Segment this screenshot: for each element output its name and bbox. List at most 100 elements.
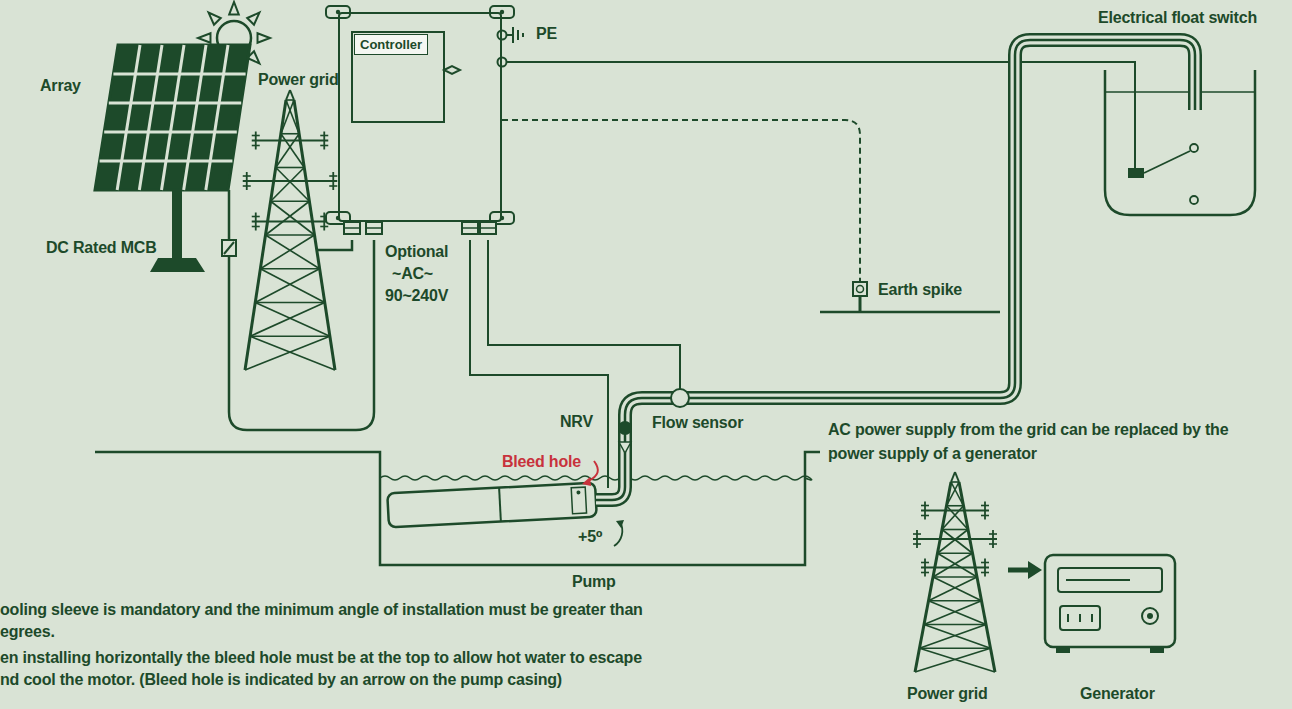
tower-strut bbox=[250, 335, 330, 337]
component-label: Pump bbox=[572, 572, 616, 592]
cable-gland bbox=[462, 222, 478, 234]
tower-strut bbox=[921, 566, 989, 568]
tower-strut bbox=[243, 175, 251, 177]
tower-strut bbox=[921, 515, 929, 517]
tower-strut bbox=[255, 303, 330, 337]
tower-strut bbox=[255, 213, 257, 231]
panel-grid bbox=[100, 45, 246, 190]
storage-tank bbox=[1105, 70, 1255, 215]
tower-strut bbox=[933, 576, 977, 578]
panel-post bbox=[172, 188, 182, 258]
tower-strut bbox=[245, 336, 330, 370]
tower-strut bbox=[951, 472, 955, 482]
tower-strut bbox=[255, 302, 325, 304]
tower-strut bbox=[920, 648, 996, 672]
tower-strut bbox=[942, 506, 964, 530]
tank-water-level bbox=[1105, 91, 1255, 93]
panel-cell-line bbox=[100, 160, 233, 163]
tower-strut bbox=[281, 100, 294, 134]
component-label: Generator bbox=[1080, 684, 1155, 704]
nrv-arrow bbox=[619, 442, 631, 453]
gland-ring bbox=[344, 227, 360, 229]
earth-spike-head bbox=[853, 282, 867, 296]
tower-strut bbox=[286, 99, 294, 101]
sensor-cable bbox=[488, 240, 680, 389]
component-label: Electrical float switch bbox=[1098, 8, 1257, 28]
tower-strut bbox=[320, 145, 328, 147]
tower-strut bbox=[921, 562, 929, 564]
tower-strut bbox=[938, 530, 969, 554]
panel-cell-line bbox=[109, 102, 241, 105]
tower-strut bbox=[260, 268, 319, 270]
tower-strut bbox=[252, 135, 260, 137]
tower-strut bbox=[323, 132, 325, 150]
float-switch-arm bbox=[1144, 151, 1190, 173]
tower-strut bbox=[942, 529, 968, 531]
panel-cell-line bbox=[206, 45, 228, 190]
tower-strut bbox=[332, 172, 334, 190]
mcb-symbol bbox=[222, 240, 236, 256]
tower-strut bbox=[938, 552, 973, 554]
angle-label: +5⁰ bbox=[578, 527, 603, 547]
power-tower bbox=[913, 472, 997, 672]
sun-ray bbox=[209, 13, 221, 25]
tower-strut bbox=[290, 90, 294, 100]
tower-strut bbox=[920, 625, 987, 649]
note-text: ooling sleeve is mandatory and the minim… bbox=[0, 600, 643, 620]
generator-knob-center bbox=[1147, 613, 1153, 619]
bleed-hole-mark bbox=[576, 490, 580, 494]
panel-cell-line bbox=[117, 45, 140, 190]
tower-strut bbox=[913, 538, 997, 540]
tower-strut bbox=[276, 134, 299, 168]
mcb-switch bbox=[224, 242, 234, 254]
tower-strut bbox=[924, 502, 926, 520]
tower-strut bbox=[260, 269, 324, 303]
tower-strut bbox=[266, 234, 315, 236]
tower-strut bbox=[924, 559, 926, 577]
panel-base bbox=[150, 258, 205, 272]
tower-strut bbox=[989, 543, 997, 545]
solar-panel bbox=[95, 45, 250, 190]
pump-body bbox=[387, 483, 596, 528]
tower-strut bbox=[929, 577, 978, 601]
tower-strut bbox=[255, 269, 319, 303]
generator-display bbox=[1066, 579, 1130, 581]
tower-strut bbox=[942, 530, 973, 554]
tower-strut bbox=[947, 482, 960, 506]
sun-ray bbox=[229, 2, 239, 14]
callout-label: Bleed hole bbox=[502, 452, 581, 472]
tower-strut bbox=[252, 139, 329, 141]
voltage-label: 90~240V bbox=[385, 286, 448, 306]
tower-strut bbox=[266, 235, 320, 269]
tower-strut bbox=[951, 481, 959, 483]
generator-foot bbox=[1056, 647, 1070, 653]
outlet-pins bbox=[1068, 614, 1092, 622]
pump-group bbox=[387, 483, 596, 528]
controller-box: Controller bbox=[338, 12, 502, 222]
tower-strut bbox=[913, 543, 921, 545]
borehole bbox=[95, 452, 820, 565]
tower-strut bbox=[271, 200, 310, 202]
tower-strut bbox=[286, 90, 290, 100]
tower-strut bbox=[924, 625, 991, 649]
ground-line bbox=[820, 311, 1000, 314]
earth-spike-rod bbox=[859, 296, 862, 312]
tower-strut bbox=[947, 506, 969, 530]
ac-wire bbox=[316, 240, 352, 250]
tower-strut bbox=[246, 172, 248, 190]
sun-ray bbox=[198, 33, 210, 43]
tower-strut bbox=[266, 201, 310, 235]
panel-cell-line bbox=[104, 131, 237, 134]
tower-strut bbox=[929, 601, 987, 625]
component-label: Earth spike bbox=[878, 280, 962, 300]
tower-strut bbox=[916, 530, 918, 548]
controller-latch bbox=[444, 66, 460, 74]
note-text: AC power supply from the grid can be rep… bbox=[828, 418, 1268, 466]
tower-strut bbox=[938, 553, 978, 577]
note-text: nd cool the motor. (Bleed hole is indica… bbox=[0, 670, 562, 690]
component-label: Array bbox=[40, 76, 81, 96]
tower-strut bbox=[320, 226, 328, 228]
tower-strut bbox=[250, 336, 335, 370]
replace-arrow bbox=[1008, 568, 1030, 573]
